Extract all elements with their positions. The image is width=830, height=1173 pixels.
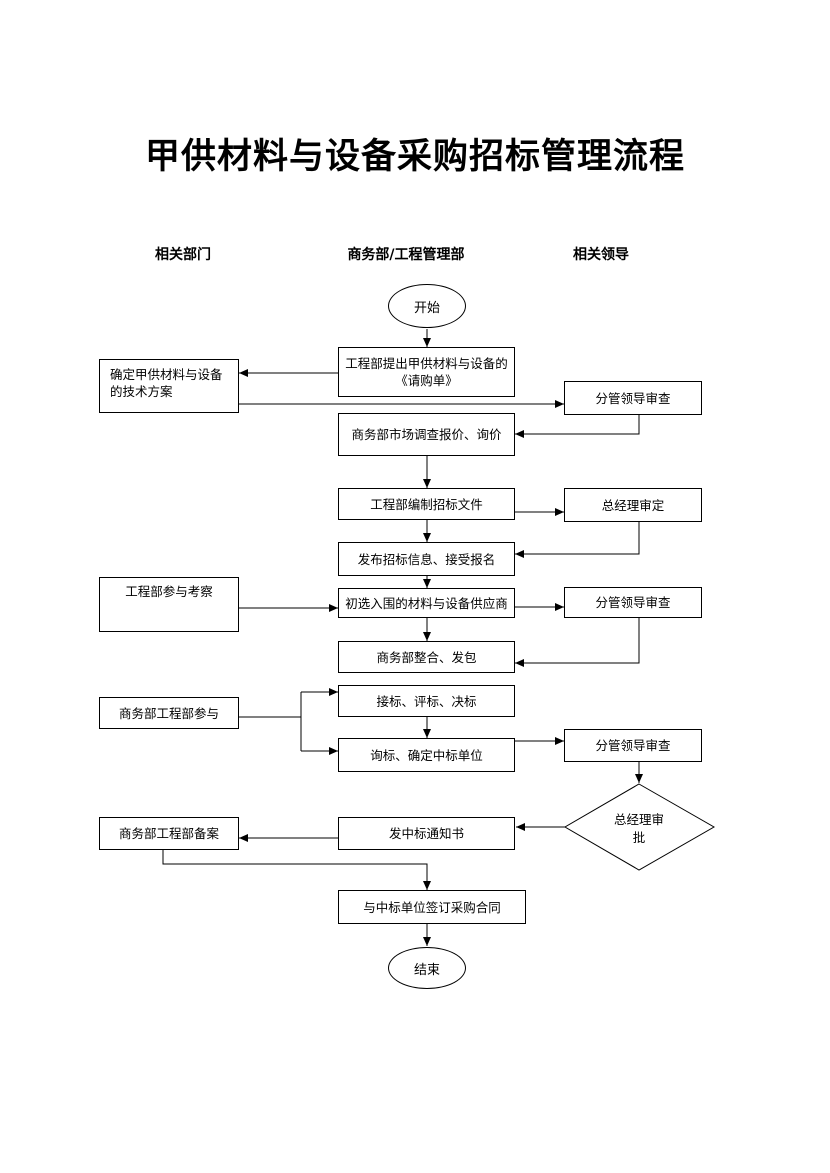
integrate-box: 商务部整合、发包 bbox=[338, 641, 515, 673]
arrow-review1-survey bbox=[515, 415, 640, 438]
review2-box: 分管领导审查 bbox=[564, 587, 702, 618]
start-node: 开始 bbox=[388, 284, 466, 328]
shortlist-box: 初选入围的材料与设备供应商 bbox=[338, 588, 515, 618]
end-node: 结束 bbox=[388, 947, 466, 989]
notice-box: 发中标通知书 bbox=[338, 817, 515, 850]
arrow-archive-contract bbox=[162, 850, 431, 890]
confirm-winner-box: 询标、确定中标单位 bbox=[338, 738, 515, 772]
shortlist-label: 初选入围的材料与设备供应商 bbox=[345, 596, 508, 611]
gm-decision-label: 总经理审批 bbox=[613, 812, 664, 845]
arrow-review2-integrate bbox=[515, 618, 640, 667]
request-box: 工程部提出甲供材料与设备的《请购单》 bbox=[338, 347, 515, 397]
review1-box: 分管领导审查 bbox=[564, 381, 702, 415]
column-header-middle: 商务部/工程管理部 bbox=[347, 247, 465, 263]
participate-box: 商务部工程部参与 bbox=[99, 697, 239, 729]
gm-approve-box: 总经理审定 bbox=[564, 488, 702, 522]
archive-box: 商务部工程部备案 bbox=[99, 817, 239, 850]
review3-box: 分管领导审查 bbox=[564, 729, 702, 762]
arrow-gm-publish bbox=[515, 522, 640, 558]
tech-plan-box: 确定甲供材料与设备的技术方案 bbox=[99, 359, 239, 413]
column-header-right: 相关领导 bbox=[573, 247, 629, 263]
bid-eval-box: 接标、评标、决标 bbox=[338, 685, 515, 717]
contract-box: 与中标单位签订采购合同 bbox=[338, 890, 526, 924]
inspect-box: 工程部参与考察 bbox=[99, 577, 239, 632]
column-header-left: 相关部门 bbox=[155, 247, 211, 263]
gm-decision-diamond bbox=[564, 783, 716, 871]
publish-box: 发布招标信息、接受报名 bbox=[338, 542, 515, 576]
page-title: 甲供材料与设备采购招标管理流程 bbox=[144, 137, 685, 177]
market-survey-box: 商务部市场调查报价、询价 bbox=[338, 413, 515, 456]
bid-docs-box: 工程部编制招标文件 bbox=[338, 488, 515, 520]
